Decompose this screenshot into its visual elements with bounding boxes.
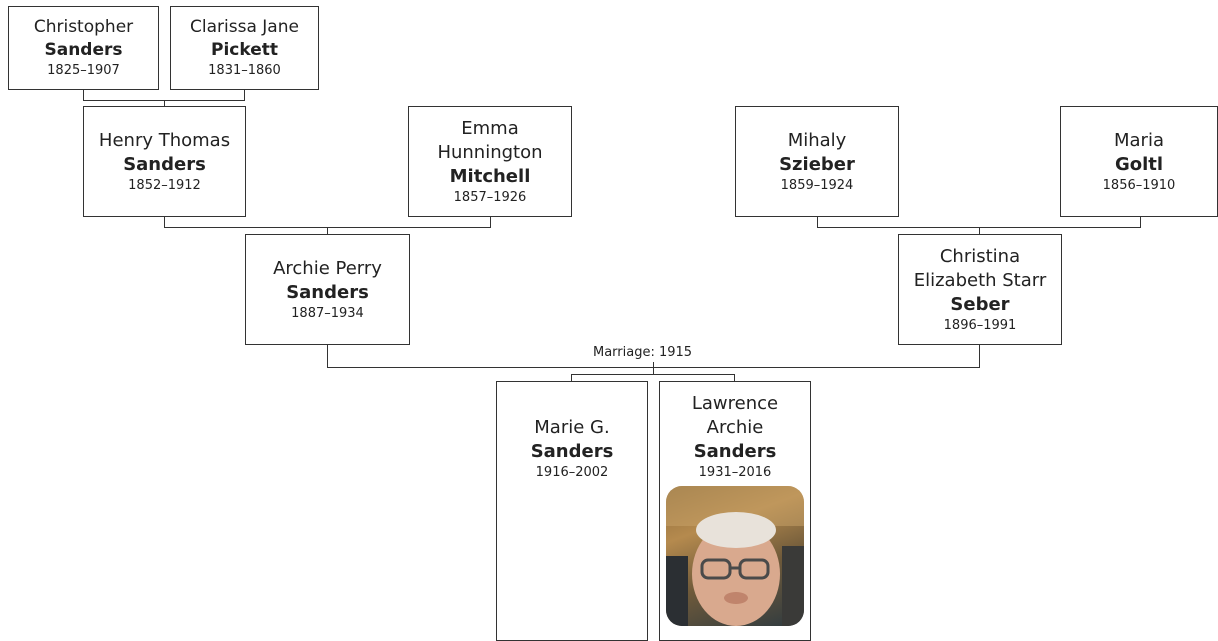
marriage-label: Marriage: 1915 bbox=[592, 344, 694, 362]
given-name: Clarissa Jane bbox=[190, 17, 299, 37]
life-years: 1852–1912 bbox=[128, 177, 201, 193]
given-name: Archie Perry bbox=[273, 257, 382, 279]
life-years: 1857–1926 bbox=[453, 189, 527, 205]
surname: Sanders bbox=[286, 281, 369, 303]
person-card-mihaly-szieber[interactable]: Mihaly Szieber 1859–1924 bbox=[735, 106, 899, 217]
life-years: 1856–1910 bbox=[1102, 177, 1176, 193]
connector-mihaly-maria bbox=[817, 217, 1141, 228]
surname: Goltl bbox=[1114, 153, 1164, 175]
life-years: 1916–2002 bbox=[535, 465, 609, 480]
person-card-marie-sanders[interactable]: Marie G. Sanders 1916–2002 bbox=[496, 381, 648, 641]
given-name-line-2: Elizabeth Starr bbox=[913, 269, 1047, 291]
person-card-emma-mitchell[interactable]: Emma Hunnington Mitchell 1857–1926 bbox=[408, 106, 572, 217]
person-card-clarissa-pickett[interactable]: Clarissa Jane Pickett 1831–1860 bbox=[170, 6, 319, 90]
connector-christopher-clarissa bbox=[83, 90, 245, 101]
portrait-photo bbox=[666, 486, 804, 626]
given-name: Mihaly bbox=[787, 129, 847, 151]
given-name-line-2: Archie bbox=[706, 417, 764, 438]
surname: Mitchell bbox=[449, 165, 531, 187]
surname: Szieber bbox=[779, 153, 855, 175]
given-name: Henry Thomas bbox=[98, 129, 231, 151]
given-name-line-1: Christina bbox=[939, 245, 1021, 267]
surname: Pickett bbox=[211, 40, 278, 60]
given-name: Christopher bbox=[33, 17, 134, 37]
surname: Seber bbox=[950, 293, 1010, 315]
given-name: Maria bbox=[1114, 129, 1164, 151]
person-card-henry-sanders[interactable]: Henry Thomas Sanders 1852–1912 bbox=[83, 106, 246, 217]
given-name-line-2: Hunnington bbox=[437, 141, 543, 163]
person-card-christina-seber[interactable]: Christina Elizabeth Starr Seber 1896–199… bbox=[898, 234, 1062, 345]
surname: Sanders bbox=[530, 441, 614, 462]
life-years: 1831–1860 bbox=[208, 63, 281, 78]
surname: Sanders bbox=[123, 153, 206, 175]
surname: Sanders bbox=[693, 441, 777, 462]
life-years: 1931–2016 bbox=[698, 465, 772, 480]
life-years: 1859–1924 bbox=[780, 177, 854, 193]
life-years: 1887–1934 bbox=[291, 305, 364, 321]
person-card-christopher-sanders[interactable]: Christopher Sanders 1825–1907 bbox=[8, 6, 159, 90]
given-name-line-1: Emma bbox=[461, 117, 519, 139]
person-card-archie-sanders[interactable]: Archie Perry Sanders 1887–1934 bbox=[245, 234, 410, 345]
life-years: 1825–1907 bbox=[47, 63, 120, 78]
portrait-illustration bbox=[666, 486, 804, 626]
given-name: Marie G. bbox=[534, 417, 610, 438]
person-card-lawrence-sanders[interactable]: Lawrence Archie Sanders 1931–2016 bbox=[659, 381, 811, 641]
given-name-line-1: Lawrence bbox=[691, 393, 779, 414]
person-card-maria-goltl[interactable]: Maria Goltl 1856–1910 bbox=[1060, 106, 1218, 217]
surname: Sanders bbox=[44, 40, 123, 60]
life-years: 1896–1991 bbox=[943, 317, 1017, 333]
connector-henry-emma bbox=[164, 217, 491, 228]
